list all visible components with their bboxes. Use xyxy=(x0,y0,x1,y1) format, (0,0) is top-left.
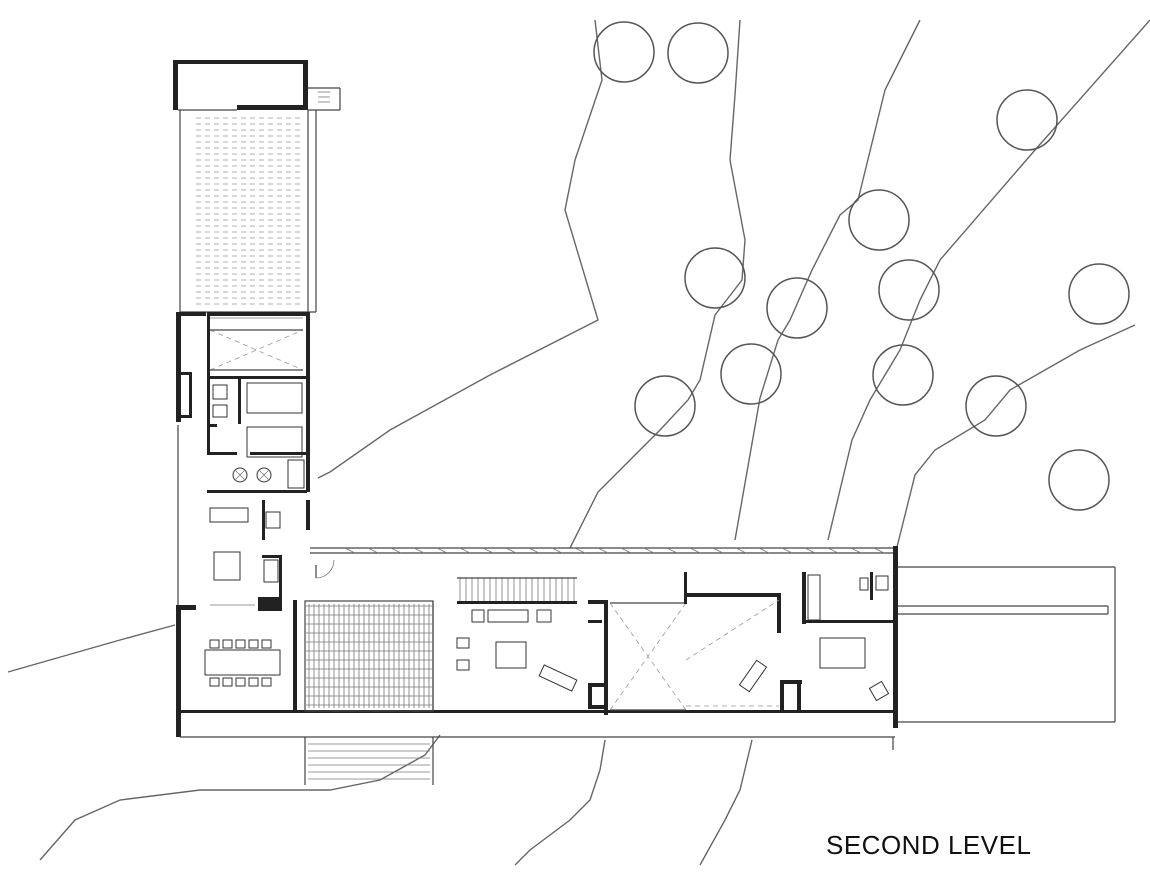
service-wing xyxy=(176,312,310,737)
terrain-contours xyxy=(7,19,1150,866)
north-wing xyxy=(173,60,341,313)
trees xyxy=(593,21,1130,511)
main-wing xyxy=(176,546,1116,785)
plan-title: SECOND LEVEL xyxy=(826,830,1032,860)
